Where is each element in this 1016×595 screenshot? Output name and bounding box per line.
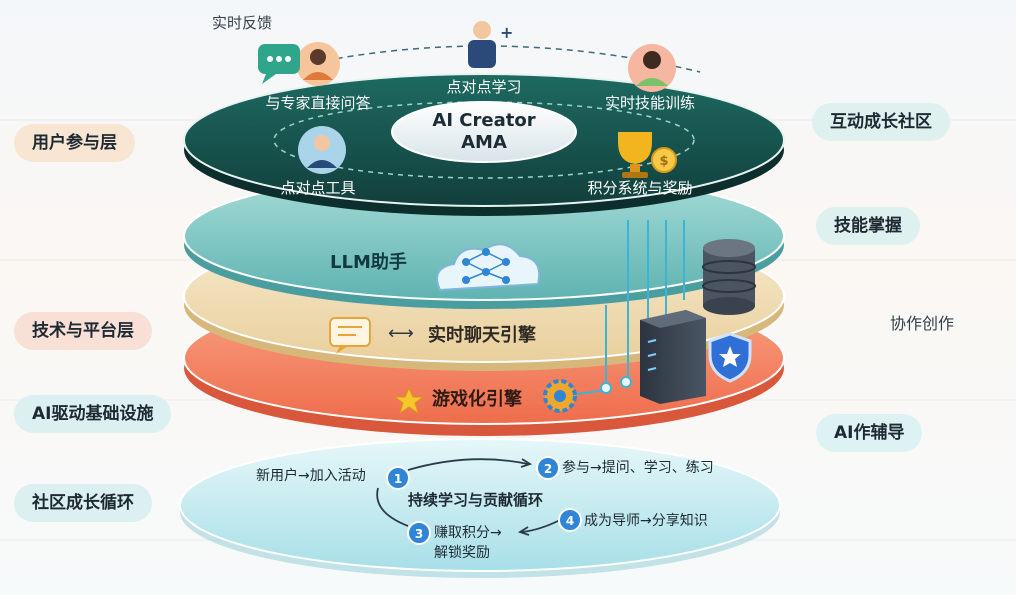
message-icon bbox=[329, 317, 371, 354]
right-label-collab-creation: 协作创作 bbox=[890, 314, 955, 333]
neural-cloud-icon bbox=[436, 243, 541, 292]
left-label-user-layer: 用户参与层 bbox=[14, 124, 135, 162]
cycle-step-3-text-line2: 解锁奖励 bbox=[434, 544, 490, 561]
svg-text:4: 4 bbox=[566, 514, 574, 528]
left-label-ai-infra: AI驱动基础设施 bbox=[14, 395, 172, 433]
svg-text:1: 1 bbox=[394, 472, 402, 486]
cycle-step-2-text: 参与→提问、学习、练习 bbox=[562, 459, 714, 476]
top-layer bbox=[183, 73, 785, 216]
person-avatar-icon: + bbox=[468, 21, 513, 68]
coin-icon: $ bbox=[651, 147, 677, 173]
bidirectional-arrow: ⟷ bbox=[388, 323, 414, 344]
llm-assistant-label: LLM助手 bbox=[330, 251, 407, 273]
item-points-rewards: 积分系统与奖励 bbox=[587, 179, 692, 197]
database-icon bbox=[702, 239, 756, 315]
cycle-step-3-text-line1: 赚取积分→ bbox=[434, 525, 502, 541]
svg-text:+: + bbox=[500, 23, 513, 42]
gear-icon bbox=[543, 379, 577, 413]
person-avatar-icon bbox=[296, 42, 340, 86]
shield-icon bbox=[708, 332, 752, 383]
star-icon bbox=[393, 386, 425, 415]
person-avatar-icon bbox=[628, 44, 676, 92]
left-label-community-cycle: 社区成长循环 bbox=[14, 484, 152, 522]
cycle-layer bbox=[179, 438, 781, 578]
cycle-step-4-text: 成为导师→分享知识 bbox=[584, 512, 708, 529]
cycle-step-badge: 1 bbox=[386, 466, 410, 490]
cycle-step-badge: 4 bbox=[558, 508, 582, 532]
svg-text:$: $ bbox=[659, 154, 668, 169]
item-skill-training: 实时技能训练 bbox=[605, 94, 695, 112]
chat-bubble-icon bbox=[258, 44, 300, 84]
left-label-tech-layer: 技术与平台层 bbox=[14, 312, 152, 350]
cycle-start-text: 新用户→加入活动 bbox=[256, 467, 366, 484]
cycle-arrows bbox=[376, 458, 561, 536]
item-peer-learning: 点对点学习 bbox=[446, 78, 521, 96]
svg-text:3: 3 bbox=[415, 527, 423, 541]
svg-text:2: 2 bbox=[544, 462, 552, 476]
realtime-feedback-label: 实时反馈 bbox=[212, 14, 273, 32]
item-peer-tools: 点对点工具 bbox=[280, 179, 355, 197]
ama-title-line1: AI Creator bbox=[432, 110, 535, 131]
cycle-step-badge: 2 bbox=[536, 456, 560, 480]
right-label-ai-coaching: AI作辅导 bbox=[816, 414, 923, 452]
item-expert-qa: 与专家直接问答 bbox=[265, 94, 370, 112]
cycle-center-text: 持续学习与贡献循环 bbox=[408, 491, 543, 509]
game-engine-label: 游戏化引擎 bbox=[432, 388, 522, 410]
trophy-icon bbox=[618, 132, 652, 178]
chat-engine-label: 实时聊天引擎 bbox=[428, 324, 536, 346]
right-label-skill-mastery: 技能掌握 bbox=[816, 207, 920, 245]
right-label-growth-community: 互动成长社区 bbox=[812, 103, 950, 141]
server-icon bbox=[640, 310, 706, 404]
ama-platform bbox=[391, 101, 577, 163]
cycle-step-badge: 3 bbox=[407, 521, 431, 545]
person-avatar-icon bbox=[298, 126, 346, 174]
ama-title-line2: AMA bbox=[461, 132, 507, 153]
